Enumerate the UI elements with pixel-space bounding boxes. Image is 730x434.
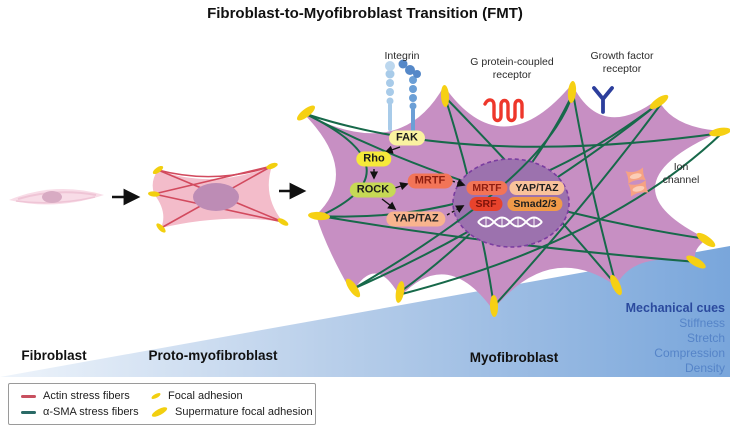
smad-node: Smad2/3: [507, 197, 563, 211]
legend-focal-label: Focal adhesion: [168, 390, 243, 402]
gpcr-label-line1: G protein-coupled: [470, 56, 554, 68]
stage-label-proto-myofibroblast: Proto-myofibroblast: [148, 348, 278, 363]
rock-node: ROCK: [349, 182, 397, 198]
diagram-title: Fibroblast-to-Myofibroblast Transition (…: [207, 5, 523, 22]
legend-actin-label: Actin stress fibers: [43, 390, 130, 402]
integrin-label: Integrin: [384, 50, 420, 62]
mechanical-cues-heading: Mechanical cues: [625, 301, 725, 315]
actin-fiber-swatch: [21, 394, 36, 398]
legend: Actin stress fibers Focal adhesion α-SMA…: [8, 383, 316, 425]
yaptaz-nucleus-node: YAP/TAZ: [509, 181, 565, 195]
growth-factor-receptor-icon: [592, 86, 614, 114]
ion-label-line1: Ion: [673, 161, 689, 173]
fibroblast-cell: [9, 189, 104, 205]
focal-adhesion-swatch: [150, 391, 162, 401]
cue-compression: Compression: [654, 346, 725, 360]
ion-channel-icon: [625, 167, 649, 197]
cue-stretch: Stretch: [686, 331, 725, 345]
legend-asma-label: α-SMA stress fibers: [43, 406, 139, 418]
gpcr-icon: [483, 98, 524, 123]
supermature-adhesion-swatch: [150, 405, 169, 419]
proto-nucleus: [193, 183, 239, 211]
fak-node: FAK: [389, 130, 425, 146]
srf-node: SRF: [469, 197, 503, 211]
yaptaz-cyto-node: YAP/TAZ: [386, 211, 446, 227]
focal-adhesions: [148, 162, 289, 233]
rho-node: Rho: [356, 151, 392, 167]
stage-label-myofibroblast: Myofibroblast: [469, 350, 559, 365]
stage-label-fibroblast: Fibroblast: [21, 348, 87, 363]
proto-myofibroblast-cell: [148, 162, 289, 233]
asma-fiber-swatch: [21, 410, 36, 414]
growth-factor-receptor-label: Growth factor receptor: [572, 50, 672, 76]
ion-label-line2: channel: [662, 174, 700, 186]
supermature-focal-adhesions: [296, 81, 730, 317]
signaling-arrows: [369, 145, 466, 216]
gfr-label-line1: Growth factor: [590, 50, 654, 62]
ion-channel-label: Ion channel: [641, 161, 721, 187]
mechanical-cues-wedge: [0, 246, 730, 377]
gpcr-label: G protein-coupled receptor: [452, 56, 572, 82]
cue-density: Density: [684, 361, 725, 375]
gpcr-label-line2: receptor: [492, 69, 532, 81]
mechanical-cues-list: Mechanical cues Stiffness Stretch Compre…: [626, 301, 725, 376]
dna-icon: [477, 216, 543, 228]
integrin-icon: [385, 59, 421, 134]
legend-supermature-label: Supermature focal adhesion: [175, 406, 313, 418]
gfr-label-line2: receptor: [602, 63, 642, 75]
mrtf-cyto-node: MRTF: [407, 173, 453, 189]
mrtf-nucleus-node: MRTF: [466, 181, 508, 195]
fibroblast-nucleus: [42, 191, 62, 203]
cue-stiffness: Stiffness: [679, 316, 725, 330]
